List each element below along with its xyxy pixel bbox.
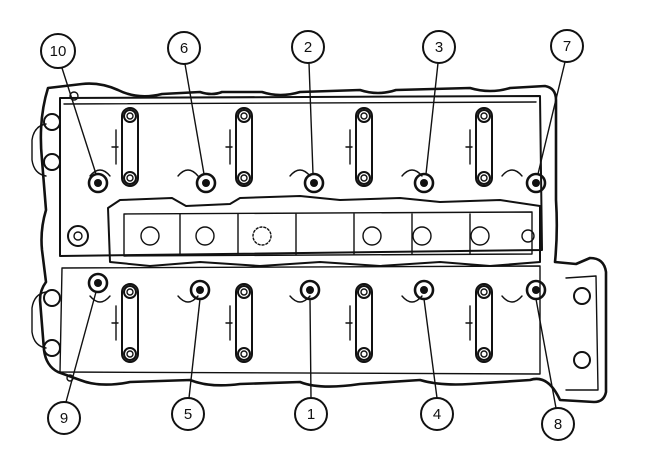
bolt-6 [195,172,217,194]
callout-8: 8 [541,407,575,441]
bolt-3 [413,172,435,194]
callout-10: 10 [40,33,76,69]
callout-label-9: 9 [60,410,68,427]
callout-3: 3 [422,30,456,64]
lower-lifter-pair-4 [465,283,493,363]
lower-lifter-row [111,283,493,363]
callout-1: 1 [294,397,328,431]
callout-label-1: 1 [307,406,315,423]
end-bosses [43,91,591,382]
upper-lifter-pair-3 [345,107,373,187]
callout-label-3: 3 [435,39,443,56]
callout-5: 5 [171,397,205,431]
upper-lifter-row [89,107,523,303]
callout-label-6: 6 [180,40,188,57]
upper-lifter-pair-1 [111,107,139,187]
bolt-4 [413,279,435,301]
lower-lifter-pair-2 [225,283,253,363]
lower-lifter-pair-3 [345,283,373,363]
callout-2: 2 [291,30,325,64]
callout-label-7: 7 [563,38,571,55]
callout-label-2: 2 [304,39,312,56]
central-valley [67,195,541,267]
callout-label-10: 10 [50,43,67,60]
callout-label-5: 5 [184,406,192,423]
callout-label-4: 4 [433,406,441,423]
leader-lines [61,61,566,409]
bolt-7 [525,172,547,194]
bolt-9 [87,272,109,294]
callout-7: 7 [550,29,584,63]
callout-6: 6 [167,31,201,65]
upper-lifter-pair-2 [225,107,253,187]
bolt-5 [189,279,211,301]
upper-lifter-pair-4 [465,107,493,187]
cylinder-head-outline [31,82,608,404]
lower-lifter-pair-1 [111,283,139,363]
callout-label-8: 8 [554,416,562,433]
callout-9: 9 [47,401,81,435]
bolt-2 [303,172,325,194]
callout-4: 4 [420,397,454,431]
bolt-10 [87,172,109,194]
bolt-8 [525,279,547,301]
